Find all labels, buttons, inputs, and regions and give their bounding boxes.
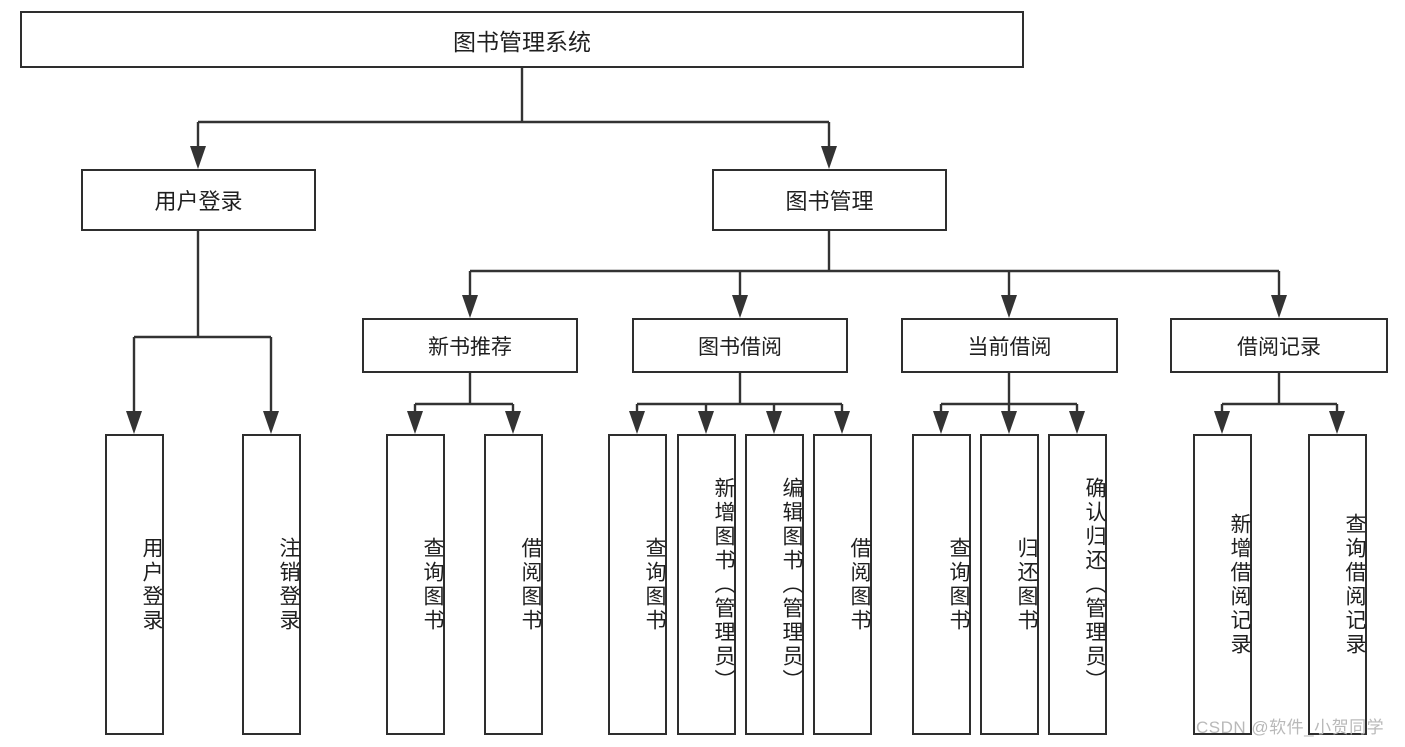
arrow-userlogin-to-leaf2 bbox=[263, 411, 279, 434]
node-label: 查询借阅记录 bbox=[1343, 512, 1366, 657]
node-leaf-user-login-logout[interactable]: 注销登录 bbox=[242, 434, 301, 735]
arrow-borrow-to-leaf3 bbox=[766, 411, 782, 434]
node-leaf-borrow-borrow-book[interactable]: 借阅图书 bbox=[813, 434, 872, 735]
node-book-management[interactable]: 图书管理 bbox=[712, 169, 947, 231]
arrow-root-to-user-login bbox=[190, 146, 206, 169]
arrow-record-to-leaf2 bbox=[1329, 411, 1345, 434]
node-label: 借阅图书 bbox=[848, 536, 871, 633]
node-leaf-borrow-edit-book-admin[interactable]: 编辑图书（管理员） bbox=[745, 434, 804, 735]
node-label: 归还图书 bbox=[1015, 536, 1038, 633]
node-label: 编辑图书（管理员） bbox=[780, 476, 803, 693]
node-book-borrow[interactable]: 图书借阅 bbox=[632, 318, 848, 373]
node-leaf-record-add-record[interactable]: 新增借阅记录 bbox=[1193, 434, 1252, 735]
csdn-watermark: CSDN @软件_小贺同学 bbox=[1196, 718, 1385, 737]
arrow-root-to-book-manage bbox=[821, 146, 837, 169]
node-leaf-borrow-query-book[interactable]: 查询图书 bbox=[608, 434, 667, 735]
arrow-bookmanage-to-l3-2 bbox=[732, 295, 748, 318]
arrow-borrow-to-leaf1 bbox=[629, 411, 645, 434]
arrow-current-to-leaf2 bbox=[1001, 411, 1017, 434]
node-label: 查询图书 bbox=[643, 536, 666, 633]
arrow-bookmanage-to-l3-3 bbox=[1001, 295, 1017, 318]
node-label: 借阅图书 bbox=[519, 536, 542, 633]
node-current-borrow[interactable]: 当前借阅 bbox=[901, 318, 1118, 373]
node-leaf-newbook-query-book[interactable]: 查询图书 bbox=[386, 434, 445, 735]
node-label: 当前借阅 bbox=[967, 335, 1052, 359]
node-label: 查询图书 bbox=[947, 536, 970, 633]
node-leaf-newbook-borrow-book[interactable]: 借阅图书 bbox=[484, 434, 543, 735]
node-label: 图书管理 bbox=[785, 189, 874, 214]
node-leaf-current-confirm-return-admin[interactable]: 确认归还（管理员） bbox=[1048, 434, 1107, 735]
node-label: 新增图书（管理员） bbox=[712, 476, 735, 693]
arrow-newbook-to-leaf2 bbox=[505, 411, 521, 434]
arrow-bookmanage-to-l3-1 bbox=[462, 295, 478, 318]
node-label: 借阅记录 bbox=[1237, 335, 1321, 359]
node-leaf-record-query-record[interactable]: 查询借阅记录 bbox=[1308, 434, 1367, 735]
node-leaf-current-return-book[interactable]: 归还图书 bbox=[980, 434, 1039, 735]
arrow-newbook-to-leaf1 bbox=[407, 411, 423, 434]
arrow-bookmanage-to-l3-4 bbox=[1271, 295, 1287, 318]
node-label: 新增借阅记录 bbox=[1228, 512, 1251, 657]
node-leaf-user-login-login[interactable]: 用户登录 bbox=[105, 434, 164, 735]
arrow-current-to-leaf3 bbox=[1069, 411, 1085, 434]
arrow-record-to-leaf1 bbox=[1214, 411, 1230, 434]
node-root-book-management-system[interactable]: 图书管理系统 bbox=[20, 11, 1024, 68]
node-label: 用户登录 bbox=[154, 189, 243, 214]
node-label: 新书推荐 bbox=[428, 335, 512, 359]
arrow-borrow-to-leaf4 bbox=[834, 411, 850, 434]
node-label: 图书借阅 bbox=[698, 335, 782, 359]
node-label: 图书管理系统 bbox=[453, 28, 591, 55]
node-user-login[interactable]: 用户登录 bbox=[81, 169, 316, 231]
arrow-userlogin-to-leaf1 bbox=[126, 411, 142, 434]
node-leaf-current-query-book[interactable]: 查询图书 bbox=[912, 434, 971, 735]
node-label: 注销登录 bbox=[277, 536, 300, 633]
arrow-current-to-leaf1 bbox=[933, 411, 949, 434]
node-new-book-recommend[interactable]: 新书推荐 bbox=[362, 318, 578, 373]
arrow-borrow-to-leaf2 bbox=[698, 411, 714, 434]
node-label: 用户登录 bbox=[140, 536, 163, 633]
node-borrow-record[interactable]: 借阅记录 bbox=[1170, 318, 1388, 373]
node-label: 查询图书 bbox=[421, 536, 444, 633]
node-label: 确认归还（管理员） bbox=[1083, 476, 1106, 693]
node-leaf-borrow-add-book-admin[interactable]: 新增图书（管理员） bbox=[677, 434, 736, 735]
